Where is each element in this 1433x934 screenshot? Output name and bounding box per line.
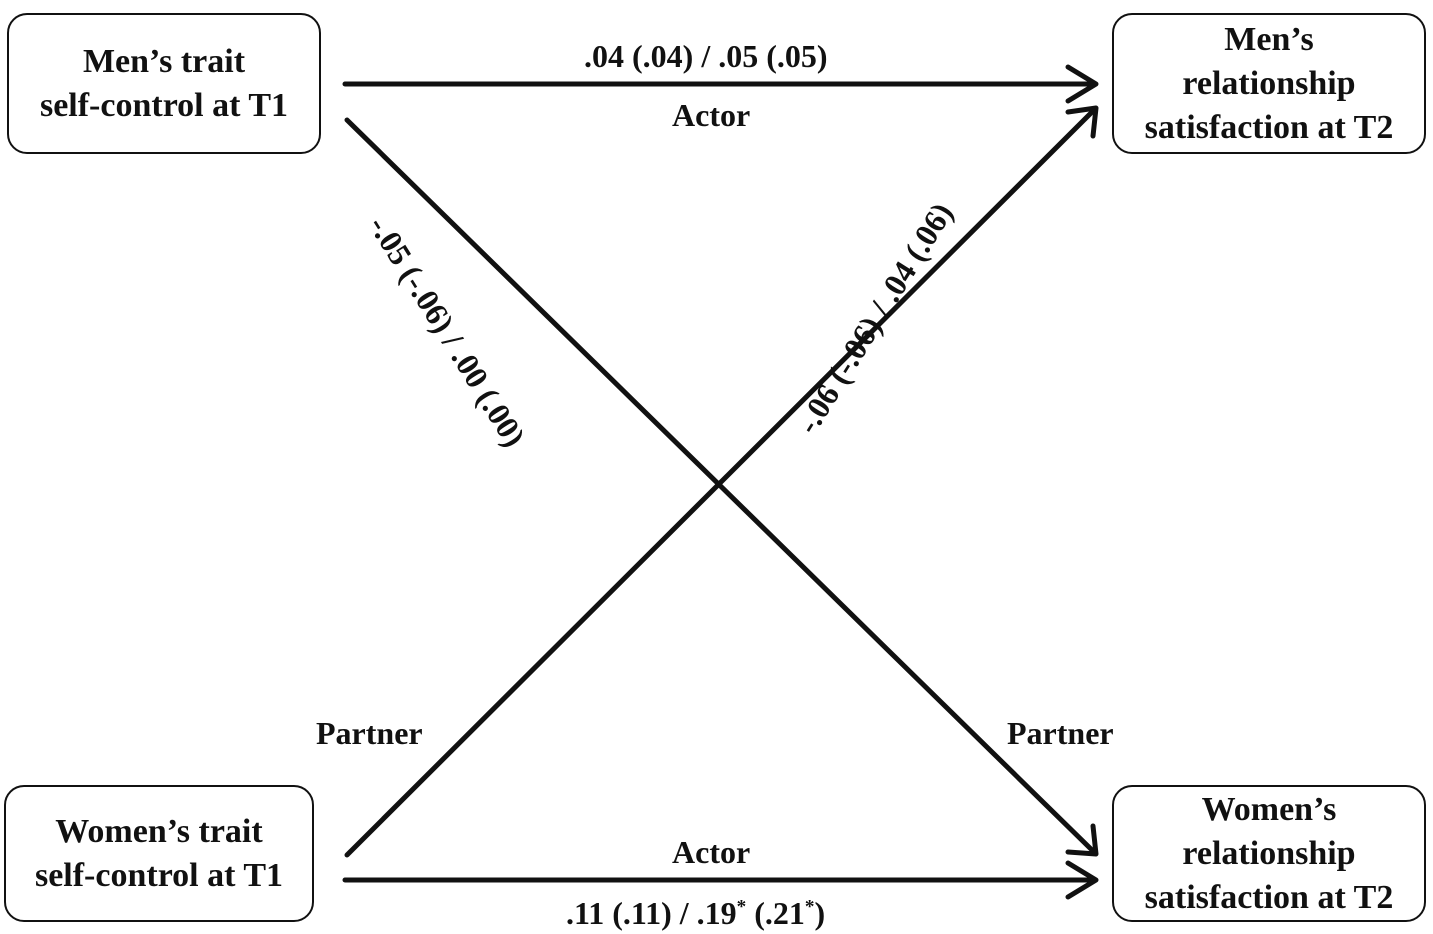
coef-sep: / [671, 895, 697, 931]
coef-a: .04 (.04) [584, 38, 694, 74]
node-line: self-control at T1 [39, 86, 289, 124]
coef-a: .11 (.11) [566, 895, 672, 931]
node-line: Men’s [1224, 20, 1314, 58]
coef-b: .19 [696, 895, 737, 931]
node-line: satisfaction at T2 [1144, 108, 1394, 146]
men-to-women-partner-arrowhead [1065, 823, 1099, 857]
significance-star: * [736, 896, 747, 918]
node-line: Men’s trait [82, 42, 246, 80]
coef-b-paren-close: ) [814, 895, 826, 931]
women-actor-arrowhead [1065, 860, 1099, 900]
node-line: Women’s trait [55, 812, 263, 850]
coef-sep: / [693, 38, 719, 74]
node-line: relationship [1182, 834, 1356, 872]
women-to-men-partner-arrow [344, 107, 1097, 858]
significance-star: * [804, 896, 815, 918]
men-to-women-partner-label: Partner [1007, 715, 1114, 751]
men-actor-label: Actor [672, 97, 751, 133]
women-to-men-partner-label: Partner [316, 715, 423, 751]
node-line: relationship [1182, 64, 1356, 102]
men-actor-coefficient: .04 (.04) / .05 (.05) [584, 38, 828, 74]
node-women-trait-self-control-t1: Women’s trait self-control at T1 [4, 785, 314, 922]
node-line: satisfaction at T2 [1144, 878, 1394, 916]
node-women-relationship-satisfaction-t2: Women’s relationship satisfaction at T2 [1112, 785, 1426, 922]
node-line: Women’s [1201, 790, 1337, 828]
node-line: self-control at T1 [34, 856, 284, 894]
coef-b-paren: (.21 [746, 895, 805, 931]
women-actor-coefficient: .11 (.11) / .19* (.21*) [566, 895, 825, 931]
men-actor-arrowhead [1065, 64, 1099, 104]
node-men-trait-self-control-t1: Men’s trait self-control at T1 [7, 13, 321, 154]
coef-b: .05 (.05) [718, 38, 828, 74]
women-to-men-partner-arrowhead [1065, 105, 1099, 139]
women-actor-label: Actor [672, 834, 751, 870]
node-men-relationship-satisfaction-t2: Men’s relationship satisfaction at T2 [1112, 13, 1426, 154]
